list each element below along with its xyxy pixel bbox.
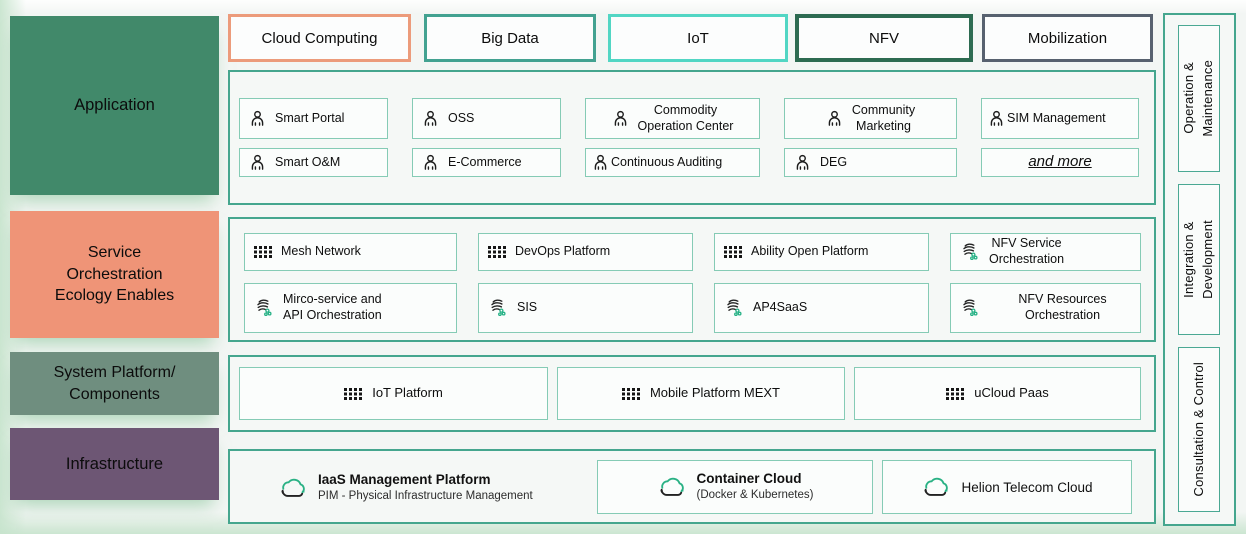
grid-icon <box>254 246 272 258</box>
app-item: Community Marketing <box>784 98 957 140</box>
item-label: DevOps Platform <box>515 244 611 259</box>
item-label: Mirco-service and API Orchestration <box>283 292 382 322</box>
item-label: SIM Management <box>1007 110 1106 125</box>
app-item: Commodity Operation Center <box>585 98 760 140</box>
infrastructure-items-panel: IaaS Management Platform PIM - Physical … <box>228 449 1156 524</box>
app-item: SIM Management <box>981 98 1139 140</box>
grid-icon <box>724 246 742 258</box>
orchestration-icon <box>963 299 978 317</box>
user-icon <box>828 111 841 126</box>
app-item: DEG <box>784 148 957 177</box>
item-subtitle: (Docker & Kubernetes) <box>696 489 814 502</box>
sidebar-panel: Operation & Maintenance Integration & De… <box>1163 13 1236 526</box>
platform-item: uCloud Paas <box>854 367 1141 420</box>
user-icon <box>251 155 264 170</box>
layer-label-application: Application <box>10 16 219 195</box>
layer-label-system-platform: System Platform/ Components <box>10 352 219 415</box>
item-title: IaaS Management Platform <box>318 472 491 488</box>
item-label: NFV Resources Orchestration <box>1018 292 1107 322</box>
item-label: Community Marketing <box>851 103 916 133</box>
grid-icon <box>344 387 363 400</box>
tab-nfv[interactable]: NFV <box>795 14 973 62</box>
item-label: Smart Portal <box>275 110 345 125</box>
service-item: Ability Open Platform <box>714 233 929 271</box>
app-item: Smart Portal <box>239 98 388 140</box>
item-title: Helion Telecom Cloud <box>961 479 1093 495</box>
infra-item-container-cloud: Container Cloud (Docker & Kubernetes) <box>597 460 873 514</box>
grid-icon <box>621 387 640 400</box>
cloud-sync-icon <box>924 477 949 496</box>
layer-label-service-orchestration: Service Orchestration Ecology Enables <box>10 211 219 338</box>
app-item: OSS <box>412 98 561 140</box>
orchestration-icon <box>727 299 742 317</box>
tab-mobilization[interactable]: Mobilization <box>982 14 1153 62</box>
app-item: E-Commerce <box>412 148 561 177</box>
orchestration-icon <box>257 299 272 317</box>
sidebar-item-operation-maintenance: Operation & Maintenance <box>1178 25 1220 172</box>
item-label: AP4SaaS <box>753 300 808 315</box>
service-item: SIS <box>478 283 693 333</box>
cloud-sync-icon <box>659 477 684 496</box>
user-icon <box>424 111 437 126</box>
item-label: OSS <box>448 110 475 125</box>
app-item-and-more: and more <box>981 148 1139 177</box>
sidebar-item-consultation-control: Consultation & Control <box>1178 347 1220 512</box>
user-icon <box>251 111 264 126</box>
platform-item: Mobile Platform MEXT <box>557 367 845 420</box>
item-label: DEG <box>820 154 848 169</box>
service-orchestration-items-panel: Mesh Network DevOps Platform Ability Ope… <box>228 217 1156 342</box>
tab-iot[interactable]: IoT <box>608 14 788 62</box>
cloud-sync-icon <box>281 478 305 497</box>
user-icon <box>990 111 1003 126</box>
sidebar-item-label: Integration & Development <box>1181 220 1215 299</box>
orchestration-icon <box>491 299 506 317</box>
item-label: Mobile Platform MEXT <box>649 385 781 401</box>
service-item: NFV Service Orchestration <box>950 233 1141 271</box>
user-icon <box>796 155 809 170</box>
user-icon <box>594 155 607 170</box>
item-label: E-Commerce <box>448 154 522 169</box>
sidebar-item-label: Consultation & Control <box>1190 362 1206 497</box>
user-icon <box>424 155 437 170</box>
item-label: Mesh Network <box>281 244 361 259</box>
tab-cloud-computing[interactable]: Cloud Computing <box>228 14 411 62</box>
service-item: DevOps Platform <box>478 233 693 271</box>
item-label: uCloud Paas <box>974 385 1049 401</box>
orchestration-icon <box>963 243 978 261</box>
item-label: and more <box>1028 153 1092 171</box>
item-label: Continuous Auditing <box>611 154 723 169</box>
item-title: Container Cloud <box>696 471 802 487</box>
service-item: AP4SaaS <box>714 283 929 333</box>
service-item: NFV Resources Orchestration <box>950 283 1141 333</box>
item-label: SIS <box>517 300 538 315</box>
service-item: Mirco-service and API Orchestration <box>244 283 457 333</box>
item-label: IoT Platform <box>372 385 443 401</box>
item-subtitle: PIM - Physical Infrastructure Management <box>318 490 533 503</box>
user-icon <box>614 111 626 126</box>
item-label: NFV Service Orchestration <box>989 236 1065 266</box>
app-item: Smart O&M <box>239 148 388 177</box>
grid-icon <box>946 387 965 400</box>
item-label: Smart O&M <box>275 154 341 169</box>
platform-item: IoT Platform <box>239 367 548 420</box>
grid-icon <box>488 246 506 258</box>
item-label: Commodity Operation Center <box>637 103 734 133</box>
item-label: Ability Open Platform <box>751 244 869 259</box>
sidebar-item-label: Operation & Maintenance <box>1181 60 1215 137</box>
app-item: Continuous Auditing <box>585 148 760 177</box>
sidebar-item-integration-development: Integration & Development <box>1178 184 1220 335</box>
infra-item-helion: Helion Telecom Cloud <box>882 460 1132 514</box>
tab-big-data[interactable]: Big Data <box>424 14 596 62</box>
application-items-panel: Smart Portal OSS Commodity Operation Cen… <box>228 70 1156 205</box>
layer-label-infrastructure: Infrastructure <box>10 428 219 500</box>
system-platform-items-panel: IoT Platform Mobile Platform MEXT uCloud… <box>228 355 1156 432</box>
service-item: Mesh Network <box>244 233 457 271</box>
infra-item-iaas: IaaS Management Platform PIM - Physical … <box>278 463 533 513</box>
